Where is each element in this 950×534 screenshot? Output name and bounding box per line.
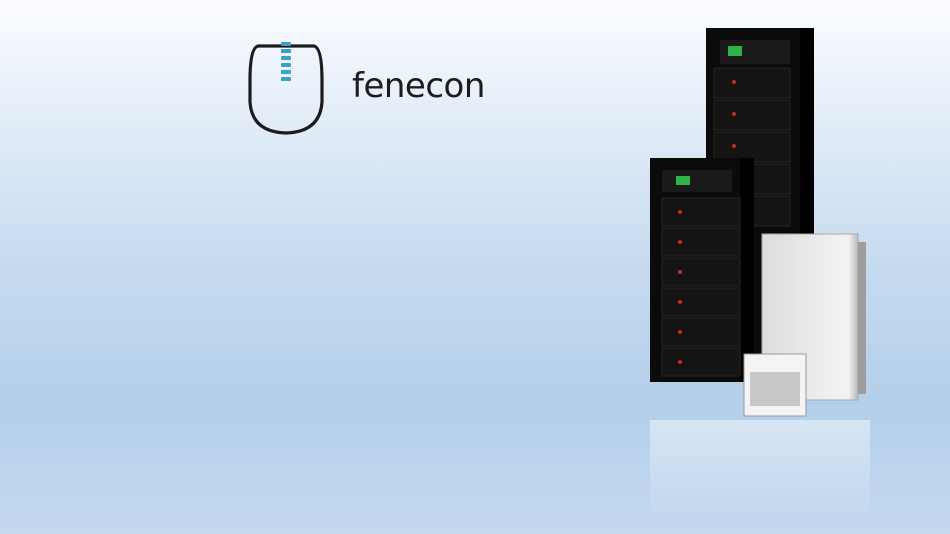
junction-box [744,354,806,416]
short-battery-tower [650,158,754,382]
product-image [640,20,950,534]
brand-wordmark: fenecon [352,66,485,106]
battery-capsule-icon [248,40,324,138]
